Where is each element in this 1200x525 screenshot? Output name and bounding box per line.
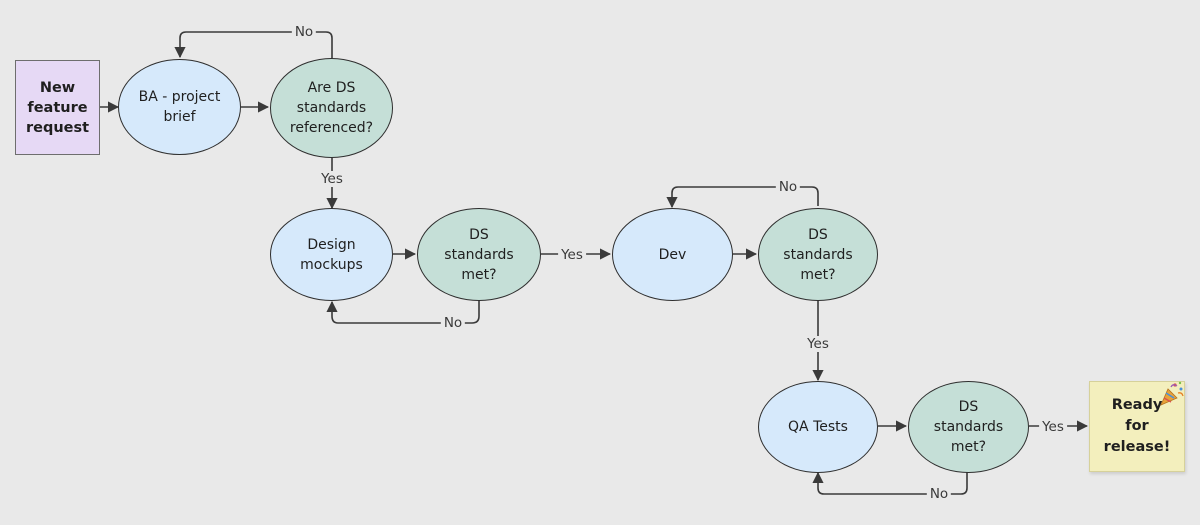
ds-referenced-label: Are DS standards referenced?: [289, 80, 374, 136]
party-popper-icon: [1160, 381, 1184, 406]
edge-label-referenced-yes: Yes: [318, 171, 346, 187]
ds-met-dev-label: DS standards met?: [783, 226, 853, 283]
edge-dev-no: [666, 186, 819, 209]
edge-label-dev-no: No: [775, 179, 801, 195]
new-feature-request-label: New feature request: [25, 79, 90, 136]
ds-met-design-decision-node[interactable]: DS standards met?: [417, 208, 541, 301]
edge-label-qa-yes: Yes: [1039, 419, 1067, 435]
dev-label: Dev: [658, 246, 687, 263]
edge-label-dev-yes: Yes: [804, 336, 832, 352]
ba-project-brief-node[interactable]: BA - project brief: [118, 59, 241, 155]
ready-for-release-label: Ready for release!: [1103, 397, 1171, 455]
ba-project-brief-label: BA - project brief: [138, 89, 221, 125]
edge-design-no: [326, 300, 480, 324]
qa-tests-node[interactable]: QA Tests: [758, 381, 878, 473]
edge-label-referenced-no: No: [291, 24, 317, 40]
edge-label-qa-no: No: [926, 486, 952, 502]
edge-referenced-no: [174, 31, 333, 59]
edge-qa-no: [812, 471, 968, 495]
design-mockups-label: Design mockups: [300, 236, 363, 273]
ready-for-release-sticky[interactable]: Ready for release!: [1089, 381, 1185, 472]
edge-label-design-no: No: [440, 315, 466, 331]
ds-met-design-label: DS standards met?: [444, 226, 514, 283]
design-mockups-node[interactable]: Design mockups: [270, 208, 393, 301]
ds-met-dev-decision-node[interactable]: DS standards met?: [758, 208, 878, 301]
ds-met-qa-decision-node[interactable]: DS standards met?: [908, 381, 1029, 473]
ds-referenced-decision-node[interactable]: Are DS standards referenced?: [270, 58, 393, 158]
new-feature-request-node[interactable]: New feature request: [15, 60, 100, 155]
ds-met-qa-label: DS standards met?: [933, 399, 1004, 455]
qa-tests-label: QA Tests: [788, 419, 848, 435]
dev-node[interactable]: Dev: [612, 208, 733, 301]
edge-label-design-yes: Yes: [558, 247, 586, 263]
